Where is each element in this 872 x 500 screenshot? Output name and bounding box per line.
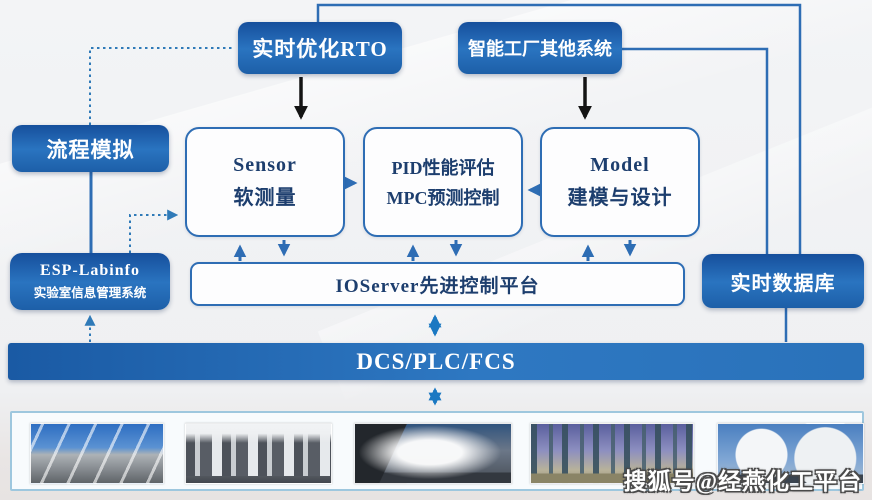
plant-photo-blue-sky-contrails: [30, 423, 164, 484]
plant-photos-panel: [10, 411, 864, 491]
node-process-sim-label: 流程模拟: [46, 137, 135, 162]
plant-photo-spherical-tanks: [717, 423, 864, 484]
node-model-subtitle: 建模与设计: [567, 187, 673, 209]
node-esp-subtitle: 实验室信息管理系统: [33, 286, 147, 300]
plant-photo-refinery-dusk: [530, 423, 694, 484]
node-rto: 实时优化RTO: [238, 22, 402, 74]
node-sensor: Sensor 软测量: [185, 127, 345, 237]
node-esp-labinfo: ESP-Labinfo 实验室信息管理系统: [10, 253, 170, 310]
node-rto-label: 实时优化RTO: [252, 37, 388, 61]
node-esp-title: ESP-Labinfo: [40, 262, 140, 279]
node-smart-factory: 智能工厂其他系统: [458, 22, 622, 74]
node-ioserver-label: IOServer先进控制平台: [335, 275, 540, 297]
node-process-sim: 流程模拟: [12, 125, 169, 172]
node-ioserver: IOServer先进控制平台: [190, 262, 685, 306]
node-sensor-subtitle: 软测量: [233, 187, 297, 209]
plant-photo-distillation-towers: [185, 423, 332, 484]
plant-photo-dark-structure-steam: [354, 423, 512, 484]
node-model: Model 建模与设计: [540, 127, 700, 237]
node-pid-mpc: PID性能评估 MPC预测控制: [363, 127, 523, 237]
dotted-line-processsim-to-rto: [89, 47, 234, 125]
node-smart-factory-label: 智能工厂其他系统: [468, 39, 612, 59]
node-dcs-bar: DCS/PLC/FCS: [8, 343, 864, 380]
node-model-title: Model: [590, 154, 650, 176]
node-sensor-title: Sensor: [233, 154, 297, 176]
node-realtime-db-label: 实时数据库: [730, 272, 836, 295]
node-realtime-db: 实时数据库: [702, 254, 864, 308]
dotted-arrow-esp-to-sensor: [129, 209, 179, 253]
node-pid-subtitle: MPC预测控制: [386, 188, 500, 208]
node-dcs-label: DCS/PLC/FCS: [356, 348, 516, 374]
watermark: 搜狐号@经燕化工平台: [623, 469, 862, 494]
node-pid-title: PID性能评估: [391, 158, 495, 178]
